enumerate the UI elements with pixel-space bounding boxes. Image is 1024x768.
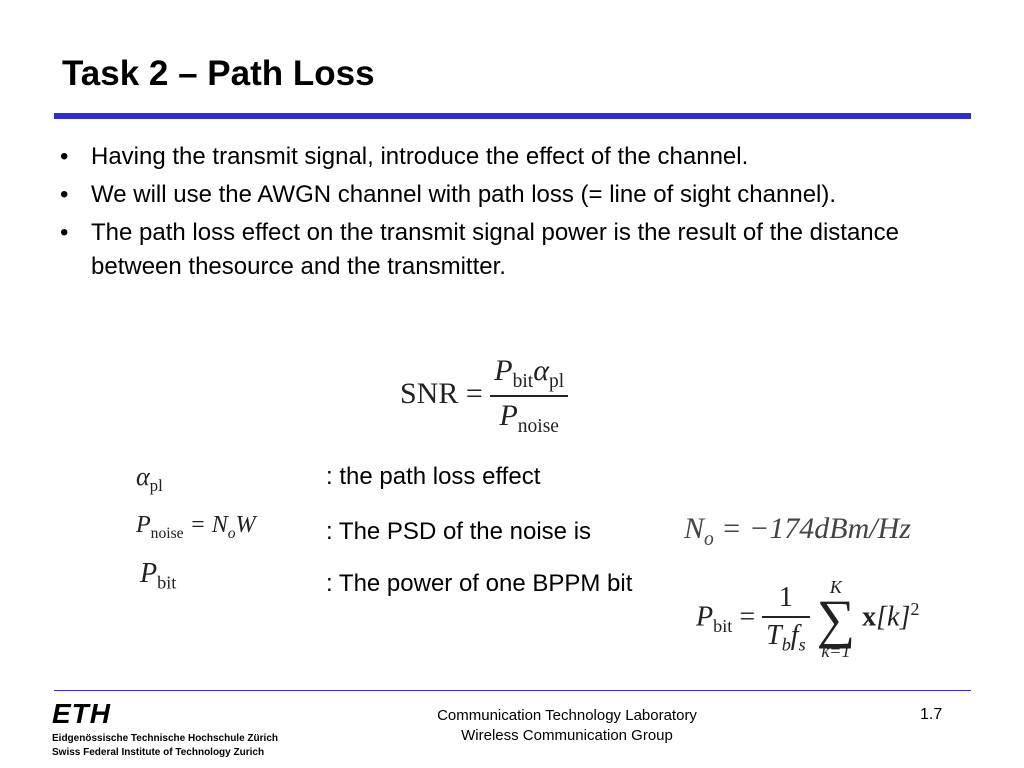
footer-lab-info: Communication Technology Laboratory Wire… <box>400 706 734 746</box>
pbit-lhs: P <box>696 601 714 633</box>
title-divider <box>54 113 971 119</box>
sym-rhs: = N <box>189 512 228 538</box>
def-text-alpha: : the path loss effect <box>326 463 541 490</box>
footer-divider <box>54 690 971 691</box>
eth-logo-line-1: Eidgenössische Technische Hochschule Zür… <box>52 733 278 744</box>
pbit-denominator: Tbfs <box>762 618 810 656</box>
def-symbol-alpha: αpl <box>136 462 163 496</box>
snr-denominator: Pnoise <box>490 397 568 438</box>
sym-sub: bit <box>157 572 177 593</box>
bullet-marker: • <box>60 181 69 208</box>
snr-numerator: Pbitαpl <box>490 354 569 397</box>
num-factor: α <box>533 354 549 387</box>
den-sub: noise <box>517 416 559 437</box>
den-b: f <box>790 620 799 652</box>
bullet-item: • Having the transmit signal, introduce t… <box>60 140 960 174</box>
bullet-text: We will use the AWGN channel with path l… <box>91 181 837 208</box>
snr-equation: SNR = Pbitαpl Pnoise <box>400 354 569 438</box>
den-base: P <box>499 399 518 432</box>
num-factor-sub: pl <box>548 371 565 392</box>
sum-lower: k=1 <box>821 641 851 661</box>
sym-base: P <box>136 512 151 538</box>
psd-rhs: = −174dBm/Hz <box>721 512 911 545</box>
den-b-sub: s <box>798 634 806 655</box>
den-a-sub: b <box>781 634 791 655</box>
pbit-fraction: 1 Tbfs <box>762 582 810 656</box>
def-symbol-pbit: Pbit <box>140 558 176 594</box>
def-text-pbit: : The power of one BPPM bit <box>326 570 633 597</box>
eth-logo: ETH Eidgenössische Technische Hochschule… <box>52 700 278 760</box>
lab-name: Communication Technology Laboratory <box>437 707 697 724</box>
pbit-sum: K ∑ k=1 <box>817 578 856 660</box>
pbit-equals: = <box>739 601 756 633</box>
psd-formula: No = −174dBm/Hz <box>684 512 911 551</box>
eth-logo-line-2: Swiss Federal Institute of Technology Zu… <box>52 747 265 758</box>
term-bold: x <box>862 601 877 633</box>
num-sub: bit <box>512 371 534 392</box>
def-text-pnoise: : The PSD of the noise is <box>326 518 592 545</box>
group-name: Wireless Communication Group <box>461 727 673 744</box>
sym-base: P <box>140 558 158 589</box>
term-rest: [k] <box>876 601 911 633</box>
bullet-marker: • <box>60 219 69 246</box>
sym-rhs-tail: W <box>235 512 256 538</box>
bullet-item: • The path loss effect on the transmit si… <box>60 216 960 284</box>
snr-equals: = <box>465 376 483 410</box>
slide-title: Task 2 – Path Loss <box>62 54 375 93</box>
sym-sub: pl <box>149 476 163 496</box>
sym-rhs-sub: o <box>227 524 236 542</box>
page-number: 1.7 <box>920 706 943 723</box>
pbit-numerator: 1 <box>762 582 810 619</box>
bullet-text: The path loss effect on the transmit sig… <box>91 219 899 280</box>
sum-symbol: ∑ <box>816 589 856 649</box>
bullet-text: Having the transmit signal, introduce th… <box>91 143 749 170</box>
term-exp: 2 <box>910 599 920 620</box>
snr-fraction: Pbitαpl Pnoise <box>490 354 569 438</box>
bullet-list: • Having the transmit signal, introduce t… <box>60 140 960 288</box>
sum-upper: K <box>829 577 842 597</box>
def-symbol-pnoise: Pnoise = NoW <box>136 512 256 543</box>
sym-base: α <box>136 462 150 491</box>
pbit-lhs-sub: bit <box>713 616 733 637</box>
psd-lhs-sub: o <box>704 529 714 550</box>
den-a: T <box>766 620 782 652</box>
psd-lhs: N <box>684 512 705 545</box>
num-base: P <box>494 354 513 387</box>
bullet-marker: • <box>60 143 69 170</box>
pbit-formula: Pbit = 1 Tbfs K ∑ k=1 x[k]2 <box>696 578 919 660</box>
snr-lhs: SNR <box>400 376 459 410</box>
eth-logo-mark: ETH <box>52 698 111 729</box>
sym-sub: noise <box>150 524 184 542</box>
bullet-item: • We will use the AWGN channel with path … <box>60 178 960 212</box>
